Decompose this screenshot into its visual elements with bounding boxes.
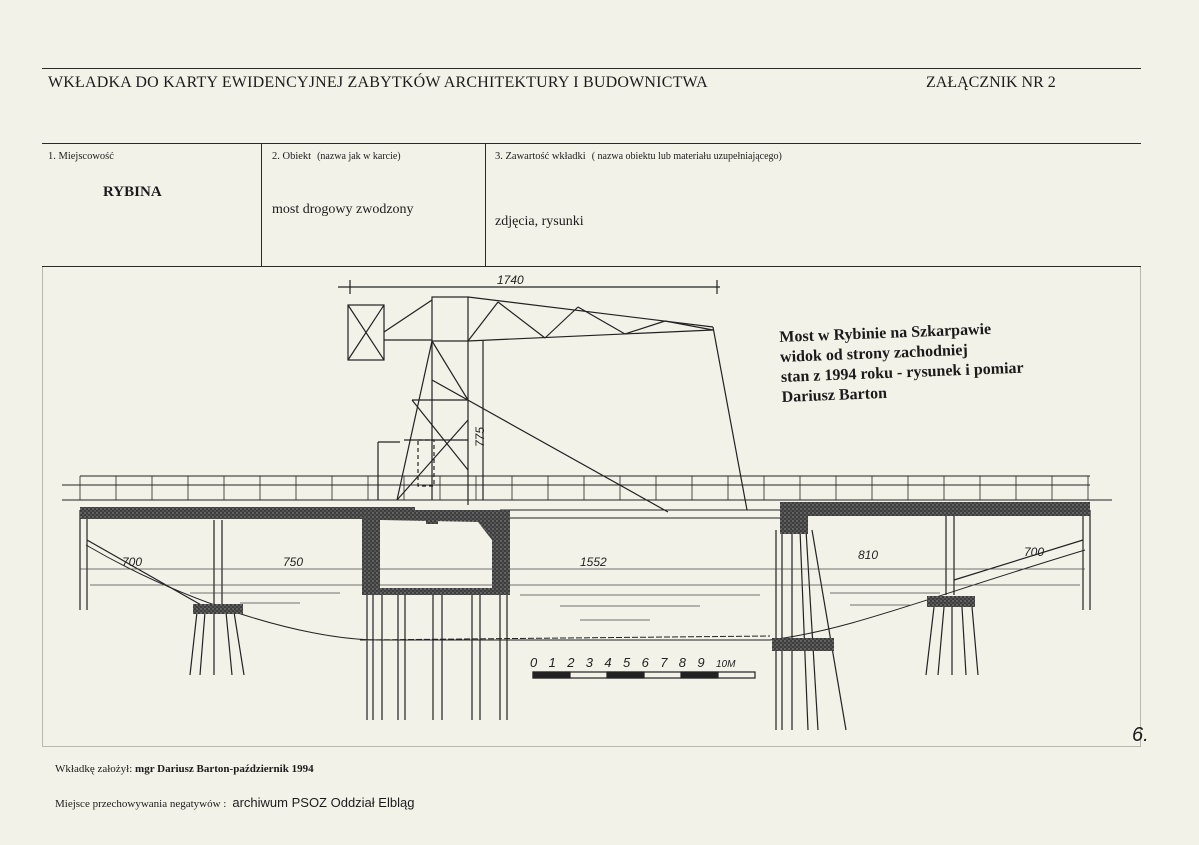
scale-tick-label: 7 <box>660 655 668 670</box>
top-rule <box>42 68 1141 69</box>
scale-tick-label: 6 <box>642 655 650 670</box>
dim-tower-height: 775 <box>473 427 487 447</box>
dim-span-right: 810 <box>858 548 878 562</box>
locality-value: RYBINA <box>103 184 162 200</box>
contents-label-note: ( nazwa obiektu lub materiału uzupełniaj… <box>591 151 782 162</box>
object-label-note: (nazwa jak w karcie) <box>317 151 401 162</box>
dim-span-right-outer: 700 <box>1024 545 1044 559</box>
storage-line: Miejsce przechowywania negatywów : archiw… <box>55 795 414 810</box>
deck-slab-left <box>80 507 415 519</box>
object-label: 2. Obiekt (nazwa jak w karcie) <box>272 151 401 162</box>
object-value: most drogowy zwodzony <box>272 202 414 217</box>
contents-value: zdjęcia, rysunki <box>495 214 584 229</box>
central-pier-body <box>362 510 510 595</box>
author-label: Wkładkę założył: <box>55 763 133 775</box>
scale-bar <box>532 671 756 679</box>
counterweight <box>347 304 385 361</box>
form-title: WKŁADKA DO KARTY EWIDENCYJNEJ ZABYTKÓW A… <box>48 74 708 91</box>
scale-tick-label: 0 <box>530 655 538 670</box>
railing-posts <box>79 476 1089 500</box>
water-surface <box>80 568 1085 621</box>
tower <box>377 340 669 513</box>
left-pier-columns <box>79 510 245 676</box>
drawing-caption: Most w Rybinie na Szkarpawie widok od st… <box>779 319 1025 408</box>
east-pier-piles <box>775 529 847 731</box>
author-value: mgr Dariusz Barton-październik 1994 <box>135 763 314 775</box>
page-number: 6. <box>1132 724 1149 746</box>
lifting-truss <box>383 296 748 511</box>
table-top-rule <box>42 143 1141 144</box>
contents-label: 3. Zawartość wkładki ( nazwa obiektu lub … <box>495 151 782 162</box>
scale-tick-label: 8 <box>679 655 687 670</box>
dim-span-left-outer: 700 <box>122 555 142 569</box>
table-divider-1 <box>261 143 262 267</box>
riverbed <box>85 544 1086 641</box>
author-line: Wkładkę założył: mgr Dariusz Barton-paźd… <box>55 763 314 775</box>
dim-top-span: 1740 <box>497 273 524 287</box>
contents-label-text: 3. Zawartość wkładki <box>495 151 586 162</box>
scale-tick-label: 2 <box>566 655 575 670</box>
scale-tick-label: 9 <box>697 655 704 670</box>
bridge-deck <box>62 475 1112 519</box>
table-bottom-rule <box>42 266 1141 267</box>
scale-tick-label: 5 <box>623 655 631 670</box>
storage-value: archiwum PSOZ Oddział Elbląg <box>232 795 415 810</box>
object-label-text: 2. Obiekt <box>272 151 312 162</box>
central-pier-piles <box>366 595 508 720</box>
dim-span-left: 750 <box>283 555 303 569</box>
pier-caps <box>193 512 975 651</box>
locality-label: 1. Miejscowość <box>48 151 114 162</box>
scale-tick-label: 4 <box>604 655 611 670</box>
storage-label: Miejsce przechowywania negatywów : <box>55 798 227 810</box>
scale-tick-label: 10M <box>716 659 736 670</box>
table-divider-2 <box>485 143 486 267</box>
right-pier-columns <box>925 510 1091 676</box>
deck-slab-right <box>780 502 1090 534</box>
annex-label: ZAŁĄCZNIK NR 2 <box>926 74 1056 91</box>
scale-tick-label: 3 <box>586 655 594 670</box>
scale-tick-label: 1 <box>549 655 556 670</box>
dimension-top-span <box>338 280 720 294</box>
dim-span-center: 1552 <box>580 555 607 569</box>
drawing-frame <box>42 267 1141 747</box>
